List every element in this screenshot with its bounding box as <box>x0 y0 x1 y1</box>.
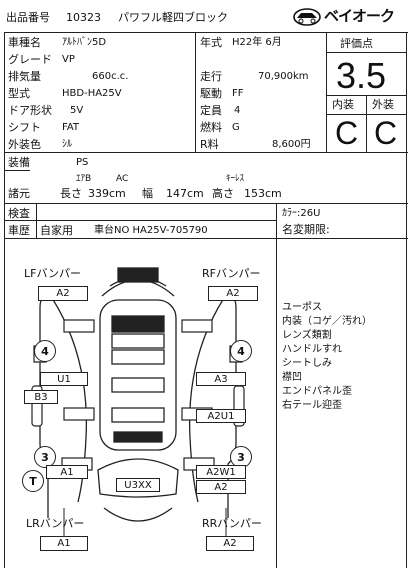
height: 153cm <box>244 187 282 200</box>
year-label: 年式 <box>200 36 222 49</box>
fuel-label: 燃料 <box>200 121 222 134</box>
right-door-a3: A3 <box>196 372 246 386</box>
right-a2: A2 <box>196 480 246 494</box>
car-history: 自家用 <box>40 224 73 237</box>
doors: 5V <box>70 105 84 116</box>
dimensions-label: 諸元 <box>8 187 30 200</box>
capacity: 4 <box>234 105 241 116</box>
color-code: ｶﾗｰ:26U <box>282 208 321 219</box>
tax: 8,600円 <box>272 139 311 150</box>
drive-label: 駆動 <box>200 87 222 100</box>
rr-bumper-label: RRバンパー <box>202 517 262 530</box>
equip-keyless: ｷｰﾚｽ <box>226 174 245 184</box>
shift: FAT <box>62 122 80 133</box>
exterior-label: 外装 <box>372 98 394 111</box>
length-label: 長さ <box>60 187 82 200</box>
year: H22年 6月 <box>232 37 282 48</box>
tire-rr: 3 <box>230 446 252 468</box>
lf-bumper-grade: A2 <box>38 286 88 301</box>
length: 339cm <box>88 187 126 200</box>
tire-rf: 4 <box>230 340 252 362</box>
equipment-label: 装備 <box>8 156 30 169</box>
name-change-deadline: 名変期限: <box>282 223 330 236</box>
lr-bumper-label: LRバンパー <box>26 517 85 530</box>
tire-lr: 3 <box>34 446 56 468</box>
rf-bumper-grade: A2 <box>208 286 258 301</box>
note-item: ハンドルすれ <box>282 344 342 355</box>
exterior-grade: C <box>374 115 398 151</box>
car-history-label: 車歴 <box>8 224 30 237</box>
note-item: シートしみ <box>282 358 332 369</box>
note-item: 襟凹 <box>282 372 302 383</box>
tax-label: R料 <box>200 138 219 151</box>
left-door-u1: U1 <box>40 372 88 386</box>
left-rear-a1: A1 <box>46 465 88 479</box>
note-item: ユーポス <box>282 302 322 313</box>
color: ｼﾙ <box>62 139 72 150</box>
note-item: 右テール迎歪 <box>282 400 342 411</box>
shift-label: シフト <box>8 121 41 134</box>
lf-bumper-label: LFバンパー <box>24 267 82 280</box>
fuel: G <box>232 122 240 133</box>
grade: VP <box>62 54 75 65</box>
height-label: 高さ <box>212 187 234 200</box>
interior-label: 内装 <box>332 98 354 111</box>
mileage-label: 走行 <box>200 70 222 83</box>
logo-car-icon <box>293 8 321 26</box>
width: 147cm <box>166 187 204 200</box>
car-name-label: 車種名 <box>8 36 41 49</box>
model-label: 型式 <box>8 87 30 100</box>
left-b3: B3 <box>24 390 58 404</box>
auction-title: パワフル軽四ブロック <box>118 11 228 24</box>
note-item: 内装（コゲ／汚れ） <box>282 316 372 327</box>
chassis-number: 車台NO HA25V-705790 <box>94 225 208 236</box>
grade-label: グレード <box>8 53 52 66</box>
lr-bumper-grade: A1 <box>40 536 88 551</box>
note-item: エンドパネル歪 <box>282 386 352 397</box>
doors-label: ドア形状 <box>8 104 52 117</box>
car-name: ｱﾙﾄﾊﾞﾝ5D <box>62 37 107 48</box>
rr-bumper-grade: A2 <box>206 536 254 551</box>
width-label: 幅 <box>142 187 153 200</box>
score-value: 3.5 <box>336 55 387 96</box>
color-label: 外装色 <box>8 138 41 151</box>
model: HBD-HA25V <box>62 88 122 99</box>
spare-tire-mark: T <box>22 470 44 492</box>
right-a2u1: A2U1 <box>196 409 246 423</box>
equip-airbag: ｴｱB <box>76 174 92 184</box>
inspection-label: 検査 <box>8 207 30 220</box>
equip-ac: AC <box>116 174 129 184</box>
rear-gate-grade: U3XX <box>116 478 160 492</box>
drive: FF <box>232 88 244 99</box>
tire-lf: 4 <box>34 340 56 362</box>
lot-number: 10323 <box>66 11 101 24</box>
interior-grade: C <box>335 115 359 151</box>
score-title: 評価点 <box>340 37 373 50</box>
equip-ps: PS <box>76 157 89 168</box>
rf-bumper-label: RFバンパー <box>202 267 261 280</box>
capacity-label: 定員 <box>200 104 222 117</box>
displacement-label: 排気量 <box>8 70 41 83</box>
mileage: 70,900km <box>258 71 309 82</box>
brand-logo: ベイオーク <box>292 5 404 29</box>
lot-label: 出品番号 <box>6 11 50 24</box>
logo-text: ベイオーク <box>324 7 395 25</box>
right-a2w1: A2W1 <box>196 465 246 479</box>
note-item: レンズ類割 <box>282 330 332 341</box>
displacement: 660c.c. <box>92 71 129 82</box>
